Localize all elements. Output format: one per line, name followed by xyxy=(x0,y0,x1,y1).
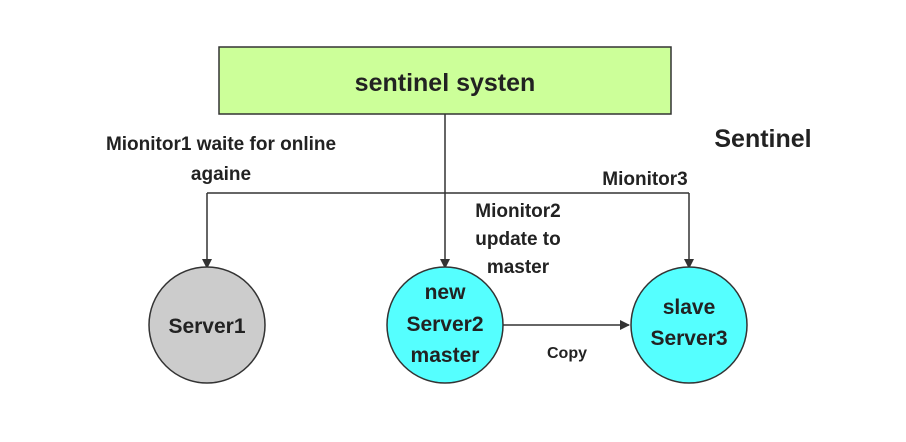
server3-label-role: slave xyxy=(663,296,716,319)
sentinel-system-box xyxy=(218,46,672,115)
monitor2-label-line1: Mionitor2 xyxy=(475,201,561,222)
server2-node xyxy=(386,266,504,384)
monitor3-label: Mionitor3 xyxy=(602,169,688,190)
monitor1-label-line1: Mionitor1 waite for online xyxy=(106,134,336,155)
server2-label-name: Server2 xyxy=(406,313,483,336)
sentinel-system-label: sentinel systen xyxy=(355,69,536,97)
copy-label: Copy xyxy=(547,345,587,362)
server3-node xyxy=(630,266,748,384)
server2-label-role: master xyxy=(411,344,480,367)
server2-label-new: new xyxy=(425,281,467,304)
server3-label-name: Server3 xyxy=(650,327,727,350)
monitor2-label-line3: master xyxy=(487,257,550,278)
server1-node xyxy=(148,266,266,384)
sentinel-heading: Sentinel xyxy=(714,125,811,153)
monitor2-label-line2: update to xyxy=(475,229,561,250)
monitor1-label-line2: againe xyxy=(191,164,251,185)
server1-label: Server1 xyxy=(168,315,245,338)
